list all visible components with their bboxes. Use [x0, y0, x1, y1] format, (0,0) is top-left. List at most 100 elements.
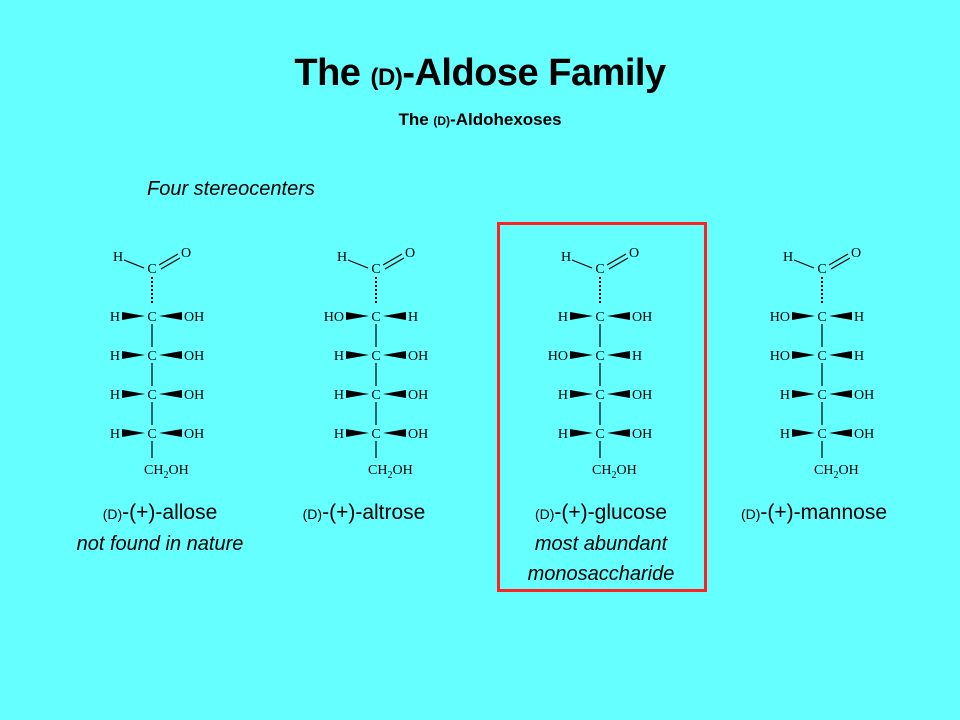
co-double-bond-2 [608, 257, 629, 270]
left-substituent: HO [770, 310, 790, 325]
right-substituent: OH [184, 388, 204, 403]
right-substituent: H [854, 349, 864, 364]
co-double-bond-1 [382, 253, 403, 266]
left-substituent: HO [324, 310, 344, 325]
stereocenter-carbon: C [595, 427, 604, 442]
glucose-name: (D)-(+)-glucose [534, 501, 668, 524]
left-substituent: H [558, 388, 568, 403]
co-double-bond-1 [828, 253, 849, 266]
right-wedge-bond [159, 312, 182, 320]
left-wedge-bond [792, 429, 815, 437]
stereocenter-carbon: C [817, 349, 826, 364]
left-substituent: HO [770, 349, 790, 364]
right-substituent: OH [854, 388, 874, 403]
right-substituent: H [632, 349, 642, 364]
right-wedge-bond [159, 390, 182, 398]
stereocenter-carbon: C [147, 388, 156, 403]
left-wedge-bond [792, 351, 815, 359]
aldehyde-oxygen: O [851, 246, 861, 261]
right-wedge-bond [383, 429, 406, 437]
stereocenter-carbon: C [371, 427, 380, 442]
right-wedge-bond [383, 390, 406, 398]
stereocenter-carbon: C [147, 349, 156, 364]
allose-name: (D)-(+)-allose [102, 501, 218, 524]
right-wedge-bond [829, 390, 852, 398]
ch2oh-group: CH2OH [814, 463, 859, 481]
stereocenter-carbon: C [371, 388, 380, 403]
ch2oh-group: CH2OH [592, 463, 637, 481]
left-substituent: H [558, 310, 568, 325]
right-wedge-bond [607, 351, 630, 359]
right-wedge-bond [829, 429, 852, 437]
allose-description: not found in nature [76, 533, 244, 555]
stereocenter-carbon: C [371, 310, 380, 325]
stereocenter-carbon: C [595, 310, 604, 325]
aldehyde-hydrogen: H [783, 250, 793, 265]
left-substituent: H [780, 388, 790, 403]
aldehyde-oxygen: O [629, 246, 639, 261]
title-prefix: The [294, 52, 371, 94]
ch-bond [793, 259, 815, 269]
right-wedge-bond [829, 351, 852, 359]
right-wedge-bond [159, 429, 182, 437]
aldehyde-carbon: C [595, 262, 604, 277]
left-wedge-bond [122, 429, 145, 437]
aldehyde-oxygen: O [181, 246, 191, 261]
glucose-description-2: monosaccharide [527, 563, 675, 585]
aldehyde-hydrogen: H [113, 250, 123, 265]
mannose-name: (D)-(+)-mannose [740, 501, 888, 524]
right-wedge-bond [383, 312, 406, 320]
left-wedge-bond [122, 351, 145, 359]
right-substituent: OH [632, 427, 652, 442]
right-substituent: H [854, 310, 864, 325]
right-substituent: OH [632, 310, 652, 325]
subtitle-prefix: The [398, 110, 434, 129]
ch-bond [571, 259, 593, 269]
ch-bond [123, 259, 145, 269]
left-wedge-bond [346, 312, 369, 320]
stereocenter-carbon: C [817, 388, 826, 403]
page-subtitle: The (D)-Aldohexoses [0, 110, 960, 130]
mannose-caption: (D)-(+)-mannose [704, 498, 924, 529]
left-wedge-bond [570, 429, 593, 437]
aldehyde-carbon: C [371, 262, 380, 277]
allose-caption: (D)-(+)-allose not found in nature [50, 498, 270, 559]
right-substituent: OH [184, 310, 204, 325]
left-wedge-bond [346, 390, 369, 398]
aldehyde-carbon: C [817, 262, 826, 277]
aldehyde-carbon: C [147, 262, 156, 277]
co-double-bond-1 [606, 253, 627, 266]
left-wedge-bond [792, 312, 815, 320]
left-wedge-bond [346, 429, 369, 437]
stereocenter-carbon: C [817, 310, 826, 325]
stereocenter-carbon: C [595, 349, 604, 364]
page-title: The (D)-Aldose Family [0, 52, 960, 95]
left-substituent: H [558, 427, 568, 442]
left-substituent: H [334, 388, 344, 403]
stereocenter-carbon: C [817, 427, 826, 442]
aldehyde-hydrogen: H [561, 250, 571, 265]
left-substituent: H [334, 427, 344, 442]
left-substituent: H [780, 427, 790, 442]
right-substituent: OH [408, 349, 428, 364]
left-substituent: HO [548, 349, 568, 364]
stereocenter-carbon: C [147, 427, 156, 442]
left-wedge-bond [570, 390, 593, 398]
right-substituent: OH [408, 388, 428, 403]
left-wedge-bond [122, 312, 145, 320]
subtitle-d-prefix: (D) [433, 114, 451, 128]
right-substituent: OH [184, 427, 204, 442]
left-substituent: H [110, 388, 120, 403]
right-substituent: OH [854, 427, 874, 442]
stereocenter-carbon: C [147, 310, 156, 325]
co-double-bond-1 [158, 253, 179, 266]
altrose-caption: (D)-(+)-altrose [254, 498, 474, 529]
aldehyde-hydrogen: H [337, 250, 347, 265]
stereocenter-carbon: C [595, 388, 604, 403]
title-d-prefix: (D) [370, 64, 403, 91]
right-wedge-bond [383, 351, 406, 359]
